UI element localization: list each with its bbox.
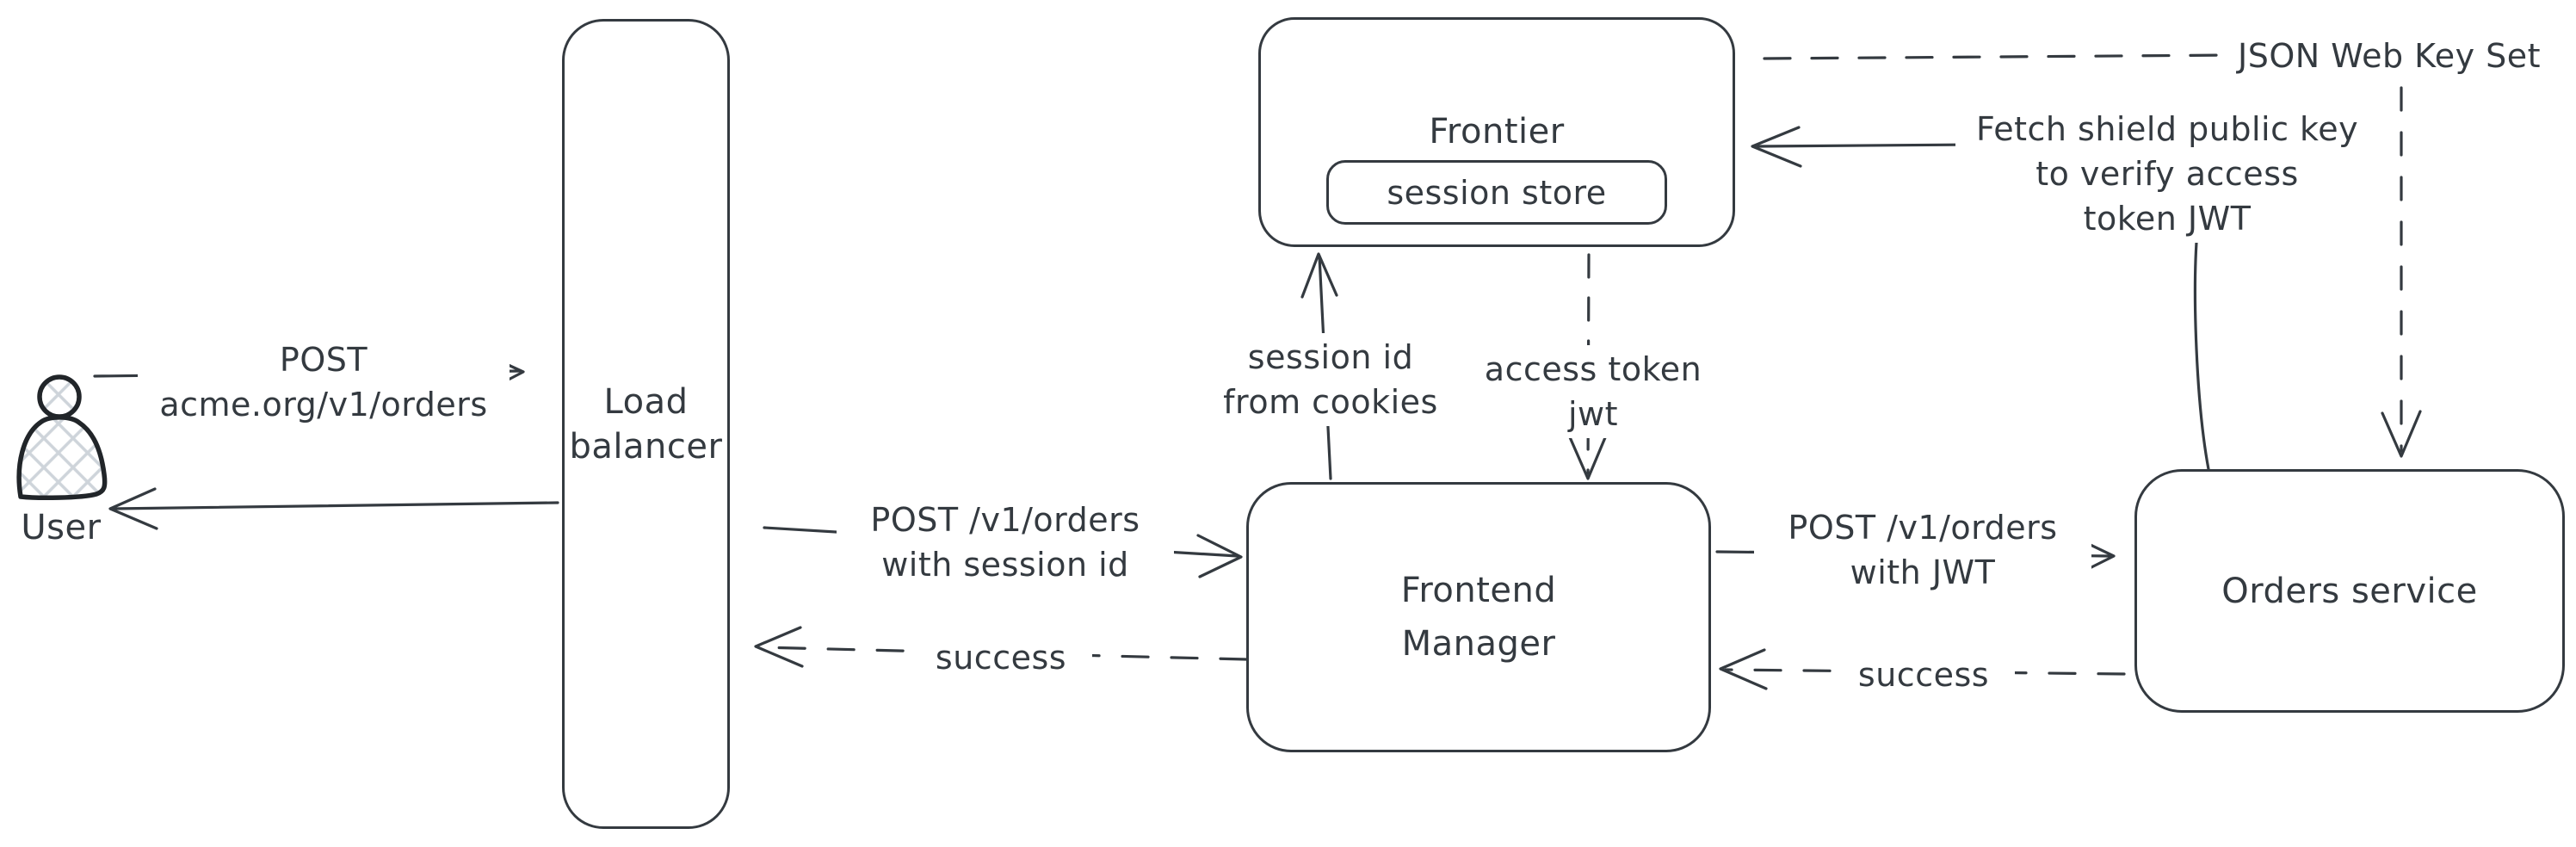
edge-label-json-web-key-set: JSON Web Key Set [2238, 37, 2542, 75]
user-label: User [21, 508, 102, 547]
user-icon-body [16, 415, 108, 500]
arrow-loadbalancer-to-user [108, 487, 559, 530]
frontier-box: Frontier session store [1258, 17, 1735, 247]
frontend-manager-box: Frontend Manager [1246, 482, 1711, 752]
edge-label-post-with-jwt: POST /v1/orders with JWT [1754, 504, 2091, 597]
edge-label-post-with-session-id: POST /v1/orders with session id [837, 496, 1174, 589]
edge-label-success-right: success [1832, 651, 2015, 699]
orders-service-box: Orders service [2134, 469, 2565, 713]
arrow-jwks-to-orders [2381, 86, 2422, 458]
arrow-orders-to-frontier-fetch [1751, 126, 2210, 471]
edge-label-success-left: success [910, 634, 1092, 682]
session-store-label: session store [1387, 173, 1607, 212]
dashed-line-frontier-to-jwks [1763, 53, 2235, 60]
orders-service-label: Orders service [2221, 571, 2478, 611]
frontier-label: Frontier [1429, 112, 1565, 151]
edge-label-session-id-from-cookies: session id from cookies [1196, 333, 1465, 426]
user-icon-head [37, 374, 82, 419]
user-icon [16, 374, 108, 500]
frontend-manager-label: Frontend Manager [1400, 571, 1557, 664]
edge-label-access-token-jwt: access token jwt [1459, 345, 1727, 438]
session-store-box: session store [1326, 160, 1667, 225]
edge-label-fetch-shield-public-key: Fetch shield public key to verify access… [1955, 105, 2379, 243]
arrow-frontendmanager-to-loadbalancer-success [754, 626, 1248, 668]
edge-label-post-acme-orders: POST acme.org/v1/orders [138, 336, 510, 429]
load-balancer-label: Load balancer [569, 381, 723, 467]
load-balancer-box: Load balancer [562, 19, 730, 829]
